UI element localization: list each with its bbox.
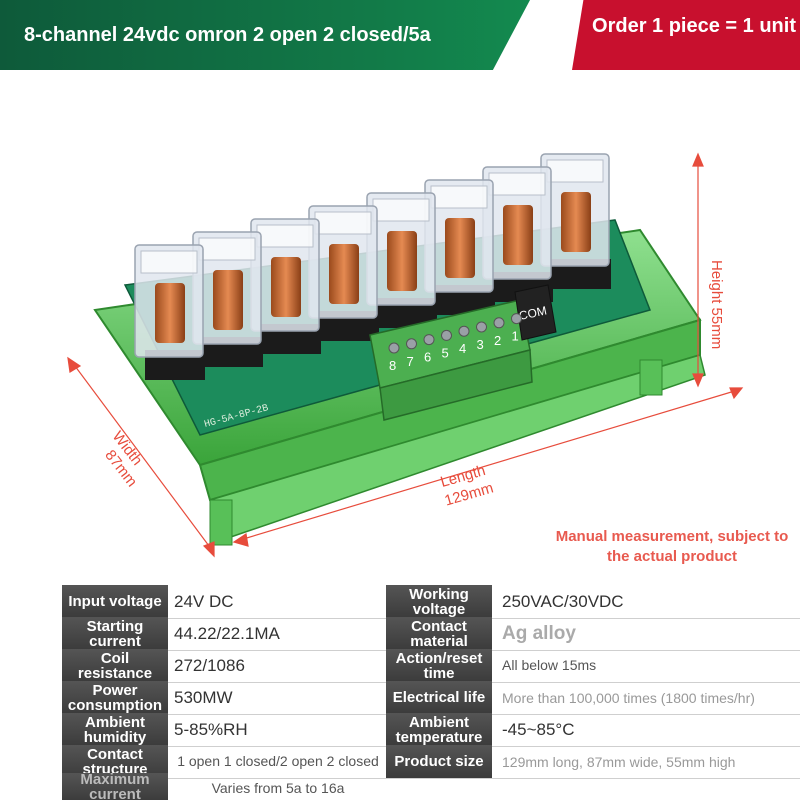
relay [308,205,379,341]
terminal-screw [493,317,505,329]
terminal-screw [476,321,487,333]
product-title: 8-channel 24vdc omron 2 open 2 closed/5a [24,23,431,46]
spec-label: Contact structure [62,745,168,778]
spec-value: 129mm long, 87mm wide, 55mm high [502,753,736,770]
com-label: COM [518,303,548,323]
spec-row: Maximum current Varies from 5a to 16a [62,772,800,800]
spec-value: More than 100,000 times (1800 times/hr) [502,689,755,706]
terminal-number: 5 [442,345,449,360]
spec-label: Input voltage [62,585,168,618]
terminal-number: 3 [477,337,484,352]
terminal-screw [511,313,522,325]
terminal-screw [458,325,470,337]
spec-value: 530MW [174,688,233,707]
relay [366,192,437,328]
relay [424,179,495,315]
spec-value: 1 open 1 closed/2 open 2 closed [177,753,379,769]
spec-label: Ambient humidity [62,713,168,746]
spec-label: Electrical life [386,681,492,714]
terminal-number: 7 [407,354,414,369]
terminal-number: 6 [424,350,431,365]
spec-value: 44.22/22.1MA [174,624,280,643]
relay-group [134,153,611,380]
spec-label: Product size [386,745,492,778]
relay [540,153,611,289]
spec-row: Coil resistance 272/1086 Action/reset ti… [62,648,800,683]
spec-row: Starting current 44.22/22.1MA Contact ma… [62,616,800,651]
terminal-number: 8 [389,358,396,373]
spec-row: Contact structure 1 open 1 closed/2 open… [62,744,800,779]
spec-value: 250VAC/30VDC [502,592,624,611]
spec-label: Maximum current [62,773,168,800]
terminal-number: 2 [494,333,501,348]
spec-value: Ag alloy [502,623,576,644]
spec-value: 5-85%RH [174,720,248,739]
spec-table: Input voltage 24V DC Working voltage 250… [62,584,800,800]
terminal-screw [406,338,417,350]
spec-label: Working voltage [386,585,492,618]
relay [192,231,263,367]
order-badge-text: Order 1 piece = 1 unit [592,15,796,37]
spec-row: Ambient humidity 5-85%RH Ambient tempera… [62,712,800,747]
terminal-screw [423,334,435,346]
spec-value: 24V DC [174,592,234,611]
row-divider [62,778,800,779]
spec-label: Starting current [62,617,168,650]
spec-value: Varies from 5a to 16a [211,779,345,796]
spec-label: Coil resistance [62,649,168,682]
terminal-screw [388,342,400,354]
spec-value: -45~85°C [502,720,575,739]
height-label: Height 55mm [708,260,725,350]
dimension-lines [67,152,744,558]
spec-value: 272/1086 [174,656,245,675]
measurement-note: Manual measurement, subject to the actua… [555,528,789,565]
terminal-number: 4 [459,341,466,356]
spec-row: Input voltage 24V DC Working voltage 250… [62,584,800,619]
spec-label: Power consumption [62,681,168,714]
terminal-number: 1 [512,329,519,344]
relay [250,218,321,354]
spec-value: All below 15ms [502,657,597,673]
spec-label: Contact material [386,617,492,650]
spec-label: Action/reset time [386,649,492,682]
title-banner [0,0,530,70]
terminal-screw [441,329,452,341]
spec-row: Power consumption 530MW Electrical life … [62,680,800,715]
spec-label: Ambient temperature [386,713,492,746]
relay [482,166,553,302]
order-badge [572,0,800,70]
relay [134,244,205,380]
